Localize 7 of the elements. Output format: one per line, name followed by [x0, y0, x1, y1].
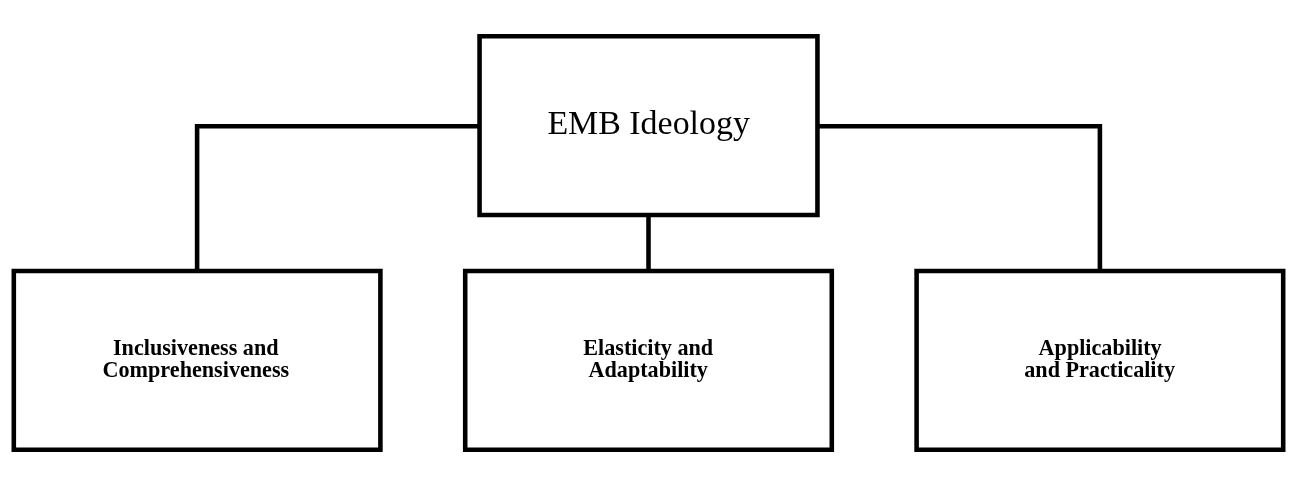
- node-box: EMB Ideology: [477, 33, 820, 217]
- connector: [646, 214, 651, 271]
- node-box: Inclusiveness and Comprehensiveness: [11, 268, 383, 452]
- node-box: Applicability and Practicality: [914, 268, 1286, 452]
- node-box: Elasticity and Adaptability: [462, 268, 835, 452]
- connector: [817, 123, 1103, 271]
- connector: [194, 123, 480, 271]
